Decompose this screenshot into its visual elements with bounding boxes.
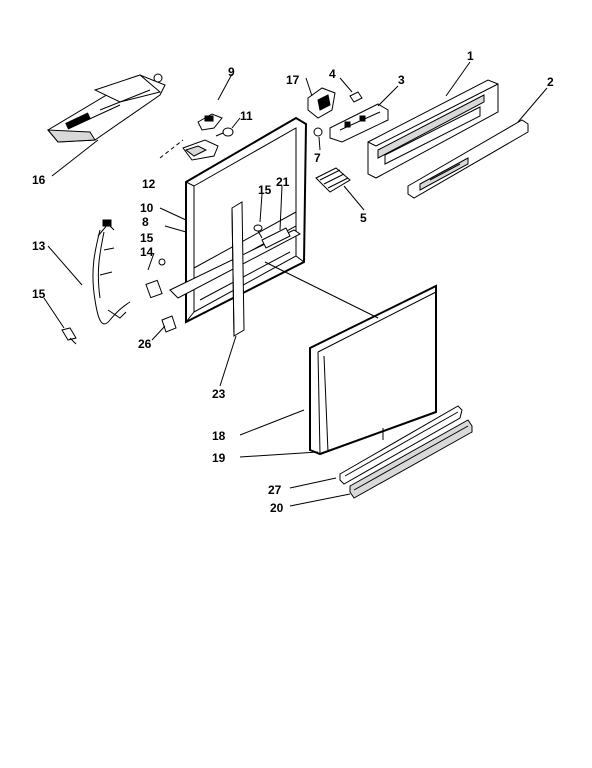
- callout-1: 1: [467, 49, 474, 63]
- callout-27: 27: [268, 483, 282, 497]
- callout-21: 21: [276, 175, 290, 189]
- callout-15b: 15: [140, 231, 154, 245]
- leader-frame-to-panel: [264, 261, 379, 319]
- part-9-latch: [197, 113, 223, 131]
- part-23-side-strip: [231, 201, 245, 337]
- part-20-trim-strip: [349, 419, 473, 499]
- part-16-latch-housing: [46, 73, 166, 143]
- leader-12-dash: [159, 139, 184, 159]
- callout-2: 2: [547, 75, 554, 89]
- part-12-latch-bracket: [182, 139, 219, 161]
- part-27-bottom-trim: [339, 405, 463, 485]
- callout-15c: 15: [32, 287, 46, 301]
- part-3-switch-housing: [329, 103, 389, 143]
- part-11-screw: [215, 127, 234, 137]
- callout-20: 20: [270, 501, 284, 515]
- callout-7: 7: [314, 151, 321, 165]
- part-15-screw-a: [253, 224, 263, 239]
- callout-26: 26: [138, 337, 152, 351]
- callout-12: 12: [142, 177, 156, 191]
- callout-5: 5: [360, 211, 367, 225]
- part-7-screw: [313, 127, 323, 137]
- part-17-switch: [307, 87, 336, 119]
- part-2-trim-panel: [407, 119, 529, 199]
- callout-9: 9: [228, 65, 235, 79]
- callout-8: 8: [142, 215, 149, 229]
- part-13-wire-harness: [92, 219, 131, 325]
- part-15-screw-c: [61, 327, 77, 345]
- callout-10: 10: [140, 201, 154, 215]
- callout-11: 11: [240, 109, 253, 123]
- part-26-clip: [161, 315, 177, 333]
- callout-17: 17: [286, 73, 300, 87]
- callout-3: 3: [398, 73, 405, 87]
- part-15-screw-b: [158, 258, 166, 266]
- part-14-component: [145, 279, 163, 299]
- callout-18: 18: [212, 429, 226, 443]
- callout-15a: 15: [258, 183, 272, 197]
- callout-19: 19: [212, 451, 226, 465]
- callout-23: 23: [212, 387, 226, 401]
- callout-14: 14: [140, 245, 154, 259]
- callout-4: 4: [329, 67, 336, 81]
- part-5-connector: [315, 167, 351, 193]
- part-18-outer-panel: [309, 284, 437, 456]
- part-4-clip: [349, 91, 363, 103]
- part-1-control-panel: [367, 79, 499, 179]
- callout-13: 13: [32, 239, 46, 253]
- leader-lines: [43, 61, 548, 507]
- part-21-bracket: [261, 227, 291, 249]
- callout-16: 16: [32, 173, 46, 187]
